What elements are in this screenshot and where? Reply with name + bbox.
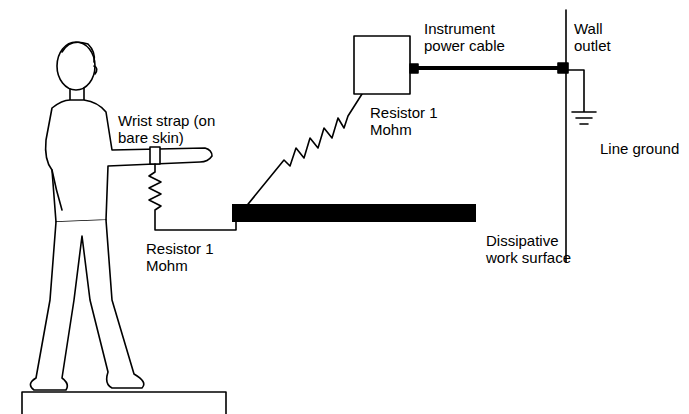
wrist-strap <box>150 147 160 164</box>
ground-symbol <box>568 70 596 124</box>
person-figure <box>30 42 212 390</box>
strap-label: Wrist strap (on bare skin) <box>118 112 228 146</box>
power-cable <box>418 66 560 70</box>
resistor-label: Resistor 1 Mohm <box>146 240 226 274</box>
instrument-box <box>354 36 410 94</box>
outlet-label: Wall outlet <box>574 20 634 54</box>
resistor-symbol <box>149 164 236 230</box>
work-surface <box>232 204 476 222</box>
resistor-label: Resistor 1 Mohm <box>370 104 450 138</box>
surface-label: Dissipative work surface <box>486 232 586 266</box>
resistor-symbol <box>240 94 362 214</box>
wall-line <box>565 10 567 262</box>
cable-label: Instrument power cable <box>424 20 524 54</box>
floor-platform <box>22 392 226 414</box>
ground-label: Line ground <box>600 140 680 157</box>
